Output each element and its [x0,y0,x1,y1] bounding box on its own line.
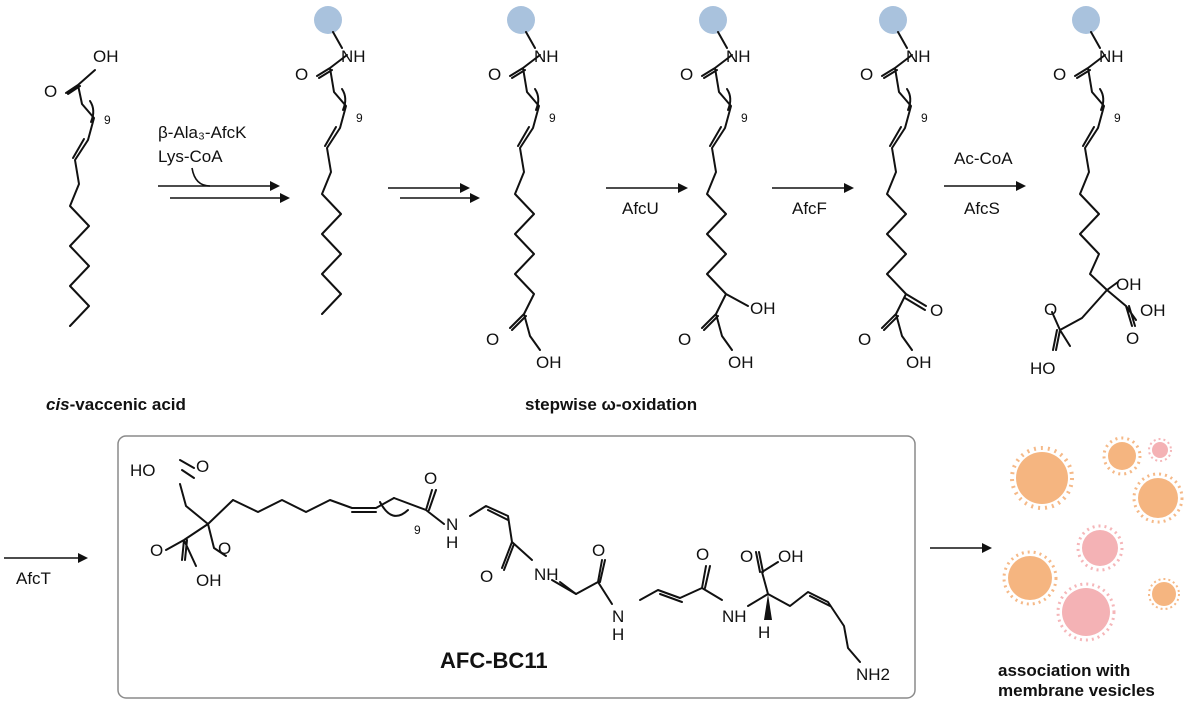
afcf-label: AfcF [792,199,827,218]
oxygen-label: O [295,65,308,84]
amide-n-label: N [446,515,458,534]
alpha-h-label: H [758,623,770,642]
arrow-association [930,543,992,553]
oxidation-caption: stepwise ω-oxidation [525,395,697,414]
oxygen-label: O [1053,65,1066,84]
hydroxyl-label: HO [130,461,156,480]
amide-nh-label: NH [341,47,366,66]
association-caption-line1: association with [998,661,1130,680]
caption-cis-prefix: cis [46,395,70,414]
vesicle-icon [1056,582,1116,642]
afct-label: AfcT [16,569,51,588]
start-material-caption: cis-vaccenic acid [46,395,186,414]
hydroxyl-label: OH [93,47,119,66]
hydroxyl-label: OH [906,353,932,372]
repeat-subscript: 9 [549,111,556,125]
afcs-cofactor-label: Ac-CoA [954,149,1013,168]
oxygen-label: O [486,330,499,349]
arrow-afct: AfcT [4,553,88,588]
membrane-vesicles [1002,436,1184,642]
molecule-keto-acid: NH O 9 O O OH [858,6,943,372]
oxygen-label: O [150,541,163,560]
afcu-label: AfcU [622,199,659,218]
repeat-subscript: 9 [356,111,363,125]
oxygen-label: O [858,330,871,349]
hydroxyl-label: HO [1030,359,1056,378]
resin-bead-icon [699,6,727,34]
oxygen-label: O [680,65,693,84]
repeat-subscript: 9 [1114,111,1121,125]
molecule-cis-vaccenic-acid: OH O 9 [44,47,119,327]
molecule-dicarboxylic: NH O 9 O OH [486,6,562,372]
repeat-subscript: 9 [921,111,928,125]
hydroxyl-label: OH [196,571,222,590]
product-name: AFC-BC11 [440,648,548,673]
vesicle-icon [1102,436,1142,476]
vesicle-icon [1132,472,1184,524]
hydroxyl-label: OH [778,547,804,566]
vesicle-icon [1148,438,1172,462]
repeat-subscript: 9 [414,523,421,537]
amide-nh-label: NH [1099,47,1124,66]
arrow-multistep [388,183,480,203]
amide-nh-label: NH [726,47,751,66]
vesicle-icon [1010,446,1074,510]
oxygen-label: O [1044,300,1057,319]
oxygen-label: O [696,545,709,564]
ketone-oxygen-label: O [930,301,943,320]
resin-bead-icon [314,6,342,34]
amide-nh-label: NH [534,47,559,66]
afcs-label: AfcS [964,199,1000,218]
arrow-afcu: AfcU [606,183,688,218]
repeat-subscript: 9 [104,113,111,127]
vesicle-icon [1148,578,1180,610]
afck-cofactor-label: Lys-CoA [158,147,223,166]
molecule-hydroxy-acid: NH O 9 OH O OH [678,6,776,372]
amide-nh-label: NH [722,607,747,626]
hydroxyl-label: OH [1140,301,1166,320]
vesicle-icon [1002,550,1058,606]
hydroxyl-label: OH [536,353,562,372]
vesicle-icon [1076,524,1124,572]
resin-bead-icon [507,6,535,34]
molecule-citrate-adduct: NH O 9 OH OH O O HO [1030,6,1166,378]
resin-bead-icon [879,6,907,34]
afck-enzyme-label: β-Ala₃-AfcK [158,123,247,142]
amide-nh-label: NH [534,565,559,584]
amide-h-label: H [446,533,458,552]
molecule-resin-amide: NH O 9 [295,6,366,315]
wedge-bond [764,594,772,620]
oxygen-label: O [678,330,691,349]
arrow-afck: β-Ala₃-AfcK Lys-CoA [158,123,290,203]
resin-bead-icon [1072,6,1100,34]
hydroxyl-label: OH [750,299,776,318]
molecule-afc-bc11: HO O O O OH 9 O N H O NH O N H O NH O OH… [130,457,890,684]
oxygen-label: O [592,541,605,560]
ether-oxygen-label: O [218,539,231,558]
amine-label: NH2 [856,665,890,684]
product-box [117,435,916,699]
amide-h-label: H [612,625,624,644]
hydroxyl-label: OH [1116,275,1142,294]
amide-n-label: N [612,607,624,626]
arrow-afcs: Ac-CoA AfcS [944,149,1026,218]
caption-suffix: -vaccenic acid [70,395,186,414]
oxygen-label: O [740,547,753,566]
oxygen-label: O [44,82,57,101]
amide-nh-label: NH [906,47,931,66]
arrow-afcf: AfcF [772,183,854,218]
oxygen-label: O [196,457,209,476]
association-caption-line2: membrane vesicles [998,681,1155,700]
oxygen-label: O [480,567,493,586]
repeat-subscript: 9 [741,111,748,125]
oxygen-label: O [1126,329,1139,348]
oxygen-label: O [488,65,501,84]
oxygen-label: O [860,65,873,84]
oxygen-label: O [424,469,437,488]
hydroxyl-label: OH [728,353,754,372]
